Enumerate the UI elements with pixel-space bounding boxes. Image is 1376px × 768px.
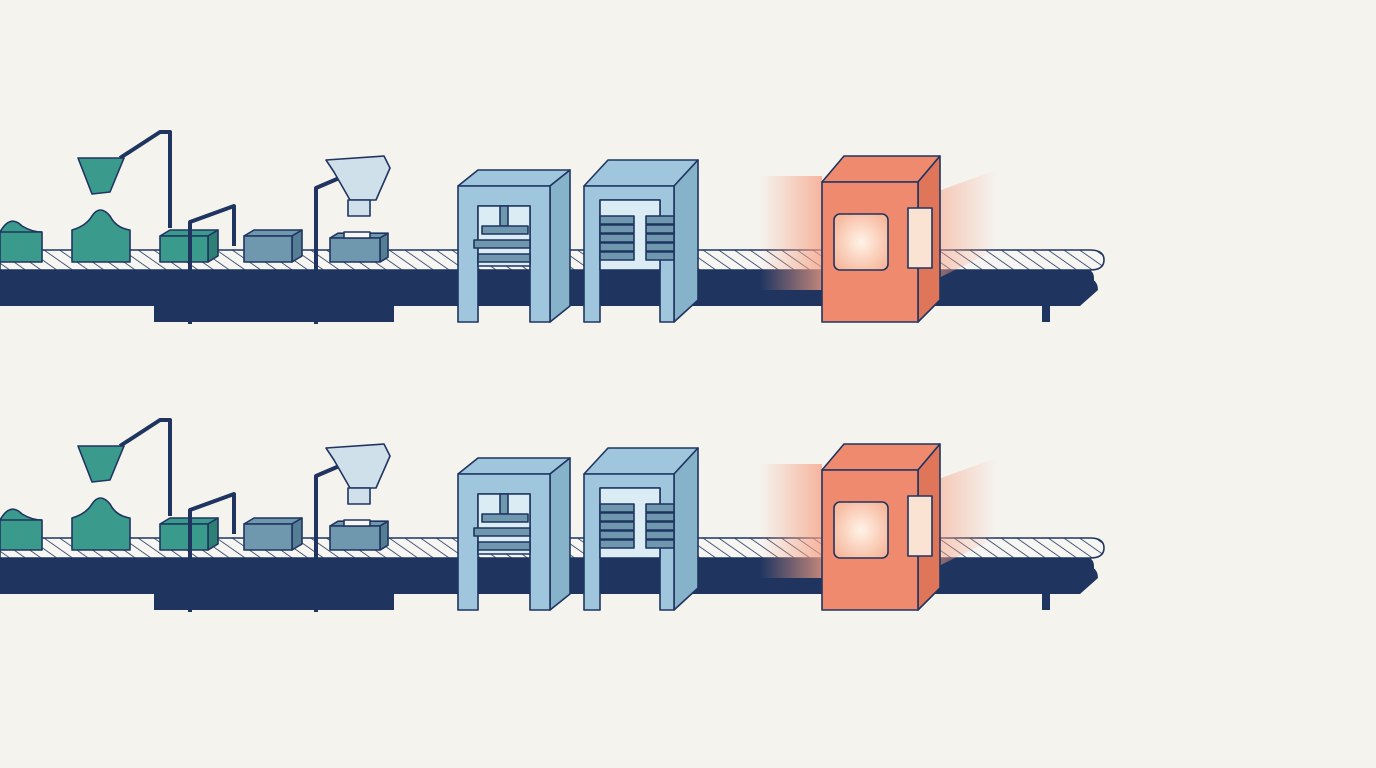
teal-pile-icon <box>0 508 43 551</box>
scanner-window <box>833 501 889 559</box>
gray-cube-icon <box>243 229 303 263</box>
scanner-icon <box>760 155 996 323</box>
tray-icon <box>329 519 389 551</box>
funnel-icon <box>314 155 391 324</box>
production-line-top <box>0 130 1105 324</box>
hopper-arm <box>118 418 172 516</box>
teal-pile-icon <box>0 220 43 263</box>
teal-cube-icon <box>159 229 219 263</box>
hopper-funnel <box>77 157 125 195</box>
scan-glow-left <box>760 176 822 290</box>
gray-cube-icon <box>243 517 303 551</box>
funnel-icon <box>77 418 172 516</box>
teal-mound-icon <box>71 209 131 263</box>
scanner-icon <box>760 443 996 611</box>
press-icon <box>457 169 571 323</box>
hopper-arm <box>314 174 345 324</box>
scan-glow-left <box>760 464 822 578</box>
hopper-arm <box>314 462 345 612</box>
hopper-arm <box>118 130 172 228</box>
funnel-icon <box>314 443 391 612</box>
stack-icon <box>583 447 699 611</box>
hopper-funnel <box>325 443 391 489</box>
teal-mound-icon <box>71 497 131 551</box>
guide-arm <box>188 204 236 324</box>
tray-icon <box>329 231 389 263</box>
production-line-bottom <box>0 418 1105 612</box>
guide-arm <box>188 492 236 612</box>
hopper-funnel <box>325 155 391 201</box>
stack-icon <box>583 159 699 323</box>
scanner-window <box>833 213 889 271</box>
hopper-funnel <box>77 445 125 483</box>
funnel-icon <box>77 130 172 228</box>
press-icon <box>457 457 571 611</box>
